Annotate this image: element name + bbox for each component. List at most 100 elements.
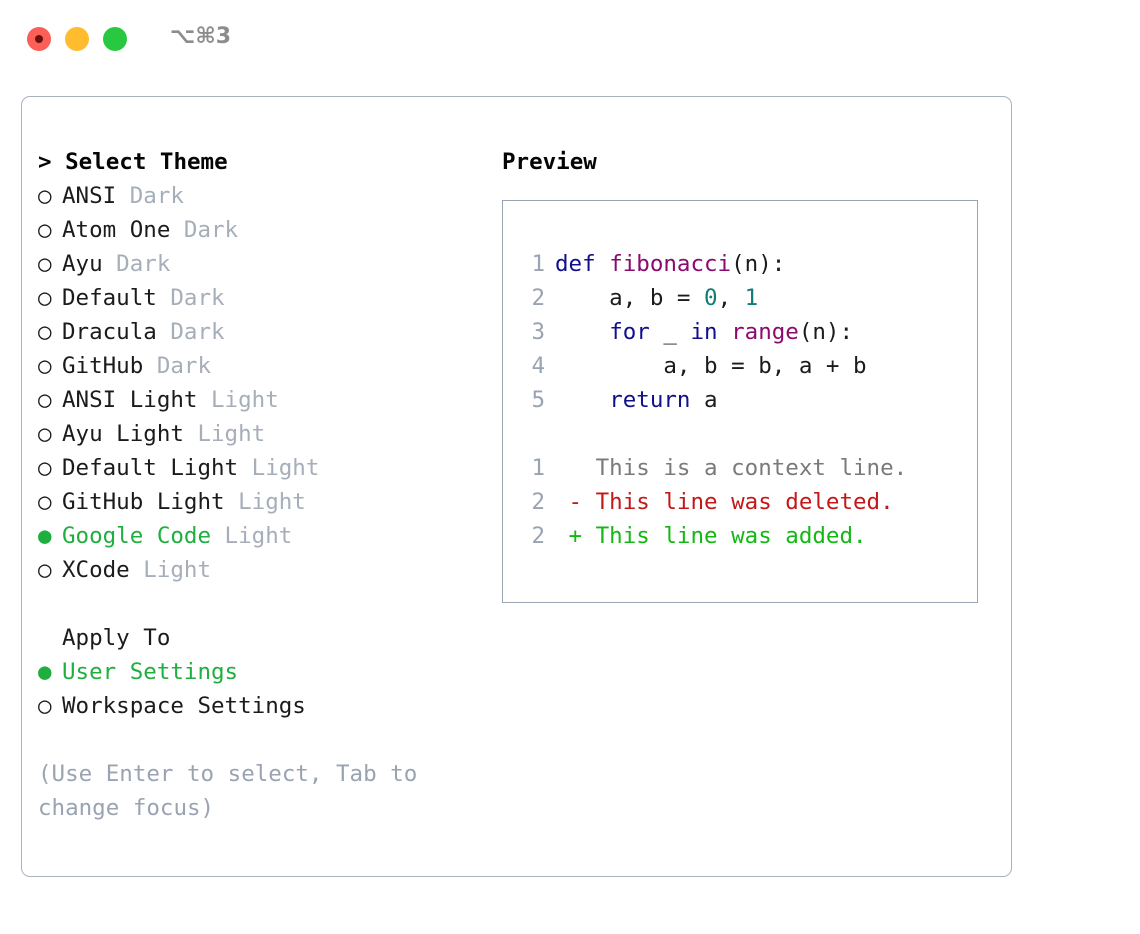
list-spacer	[38, 587, 478, 621]
diff-line: 2 - This line was deleted.	[503, 485, 977, 519]
theme-variant-tag: Dark	[102, 251, 171, 277]
hint-spacer	[38, 723, 478, 757]
theme-variant-tag: Dark	[156, 319, 225, 345]
theme-option-ayu-light[interactable]: ○ Ayu Light Light	[38, 417, 478, 451]
radio-unselected-icon: ○	[38, 693, 52, 719]
theme-option-google-code[interactable]: ● Google Code Light	[38, 519, 478, 553]
apply-to-option-user-settings[interactable]: ● User Settings	[38, 655, 478, 689]
theme-variant-tag: Light	[183, 421, 266, 447]
code-line: 4 a, b = b, a + b	[503, 349, 977, 383]
theme-list-column: > Select Theme ○ANSI Dark○Atom One Dark○…	[38, 145, 478, 825]
theme-option-default[interactable]: ○Default Dark	[38, 281, 478, 315]
code-line: 5 return a	[503, 383, 977, 417]
code-token	[555, 387, 609, 413]
theme-option-default-light[interactable]: ○Default Light Light	[38, 451, 478, 485]
radio-unselected-icon: ○	[38, 285, 52, 311]
line-number: 2	[531, 489, 545, 515]
diff-line: 1 This is a context line.	[503, 451, 977, 485]
code-token: 1	[744, 285, 759, 311]
radio-unselected-icon: ○	[38, 421, 52, 447]
theme-selector-panel: > Select Theme ○ANSI Dark○Atom One Dark○…	[21, 96, 1012, 877]
line-number: 2	[531, 285, 545, 311]
theme-variant-tag: Light	[224, 489, 306, 515]
code-token	[718, 319, 732, 345]
theme-option-label: GitHub Light	[62, 489, 225, 515]
code-token: a, b = b, a + b	[555, 353, 867, 379]
apply-to-option-label: User Settings	[62, 659, 239, 685]
line-number: 1	[531, 251, 545, 277]
diff-text: + This line was added.	[555, 523, 867, 549]
radio-selected-icon: ●	[38, 659, 52, 685]
theme-option-ansi[interactable]: ○ANSI Dark	[38, 179, 478, 213]
code-token	[555, 319, 609, 345]
radio-unselected-icon: ○	[38, 251, 52, 277]
code-token: fibonacci	[609, 251, 732, 277]
traffic-lights	[27, 27, 127, 51]
line-number: 5	[531, 387, 545, 413]
code-token: (n):	[731, 251, 786, 277]
code-token: a	[690, 387, 718, 413]
code-token: 0	[704, 285, 718, 311]
recording-dot-icon	[35, 35, 43, 43]
code-token: a, b =	[555, 285, 705, 311]
radio-unselected-icon: ○	[38, 183, 52, 209]
theme-option-label: Dracula	[62, 319, 157, 345]
minimize-button[interactable]	[65, 27, 89, 51]
maximize-button[interactable]	[103, 27, 127, 51]
code-token: (n):	[798, 319, 854, 345]
apply-to-heading: Apply To	[62, 625, 171, 651]
apply-to-list: ● User Settings ○ Workspace Settings	[38, 655, 478, 723]
theme-variant-tag: Light	[197, 387, 279, 413]
radio-unselected-icon: ○	[38, 557, 52, 583]
theme-variant-tag: Light	[129, 557, 212, 583]
radio-unselected-icon: ○	[38, 217, 52, 243]
diff-spacer	[503, 417, 977, 451]
radio-unselected-icon: ○	[38, 353, 52, 379]
theme-option-github[interactable]: ○GitHub Dark	[38, 349, 478, 383]
code-token: in	[690, 319, 718, 345]
theme-option-atom-one[interactable]: ○ Atom One Dark	[38, 213, 478, 247]
close-button[interactable]	[27, 27, 51, 51]
theme-option-xcode[interactable]: ○ XCode Light	[38, 553, 478, 587]
code-token: return	[609, 387, 691, 413]
code-token	[596, 251, 610, 277]
theme-option-label: XCode	[62, 557, 130, 583]
diff-sample: 1 This is a context line.2 - This line w…	[503, 451, 977, 553]
theme-option-label: Google Code	[62, 523, 212, 549]
code-line: 2 a, b = 0, 1	[503, 281, 977, 315]
code-token: ,	[717, 285, 745, 311]
keyboard-hint: (Use Enter to select, Tab to change focu…	[38, 761, 418, 821]
theme-option-label: Atom One	[62, 217, 171, 243]
apply-to-option-label: Workspace Settings	[62, 693, 306, 719]
theme-option-github-light[interactable]: ○ GitHub Light Light	[38, 485, 478, 519]
preview-title: Preview	[502, 149, 597, 175]
theme-option-label: Ayu Light	[62, 421, 184, 447]
theme-option-label: ANSI Light	[62, 387, 198, 413]
code-token: for	[609, 319, 650, 345]
line-number: 2	[531, 523, 545, 549]
theme-variant-tag: Dark	[170, 217, 239, 243]
theme-option-dracula[interactable]: ○Dracula Dark	[38, 315, 478, 349]
radio-unselected-icon: ○	[38, 489, 52, 515]
theme-option-ansi-light[interactable]: ○ANSI Light Light	[38, 383, 478, 417]
theme-variant-tag: Dark	[116, 183, 184, 209]
code-token: _	[649, 319, 691, 345]
theme-variant-tag: Light	[211, 523, 293, 549]
title-bar: ⌥⌘3	[0, 0, 1140, 78]
code-line: 1 def fibonacci(n):	[503, 247, 977, 281]
radio-unselected-icon: ○	[38, 455, 52, 481]
theme-option-label: Ayu	[62, 251, 103, 277]
code-token: def	[555, 251, 596, 277]
radio-selected-icon: ●	[38, 523, 52, 549]
theme-option-ayu[interactable]: ○ Ayu Dark	[38, 247, 478, 281]
apply-to-option-workspace-settings[interactable]: ○ Workspace Settings	[38, 689, 478, 723]
line-number: 1	[531, 455, 545, 481]
code-line: 3 for _ in range(n):	[503, 315, 977, 349]
theme-option-label: Default Light	[62, 455, 239, 481]
code-token: range	[731, 319, 799, 345]
theme-option-label: GitHub	[62, 353, 144, 379]
diff-line: 2 + This line was added.	[503, 519, 977, 553]
line-number: 3	[531, 319, 545, 345]
